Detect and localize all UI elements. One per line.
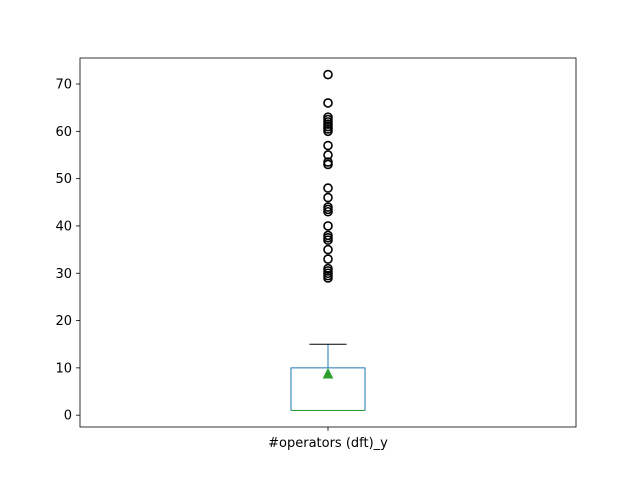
outlier-point	[323, 140, 333, 151]
outlier-point	[323, 263, 333, 274]
outlier-point	[323, 202, 333, 212]
y-tick-label: 60	[55, 125, 72, 140]
outlier-point	[323, 157, 333, 167]
outlier-point	[323, 98, 333, 108]
y-axis: 0 10 20 30 40 50 60 70	[55, 78, 80, 424]
outlier-point	[323, 183, 333, 193]
outlier-point	[323, 192, 333, 203]
x-category-label: #operators (dft)_y	[268, 436, 388, 451]
outlier-point	[323, 112, 333, 122]
y-tick-label: 30	[55, 267, 72, 282]
y-tick-label: 20	[55, 314, 72, 329]
outlier-point	[323, 221, 333, 231]
x-axis: #operators (dft)_y	[268, 427, 388, 451]
y-tick-label: 40	[55, 219, 72, 234]
outlier-point	[323, 230, 333, 241]
y-tick-label: 50	[55, 172, 72, 187]
box-marks	[290, 69, 366, 411]
outlier-point	[323, 150, 333, 160]
mean-marker	[322, 367, 334, 379]
y-tick-label: 0	[64, 409, 72, 424]
outlier-point	[323, 244, 333, 255]
y-tick-label: 10	[55, 361, 72, 376]
outlier-point	[323, 254, 333, 264]
plot-frame	[79, 57, 577, 428]
y-tick-label: 70	[55, 78, 72, 93]
outlier-point	[323, 69, 333, 80]
